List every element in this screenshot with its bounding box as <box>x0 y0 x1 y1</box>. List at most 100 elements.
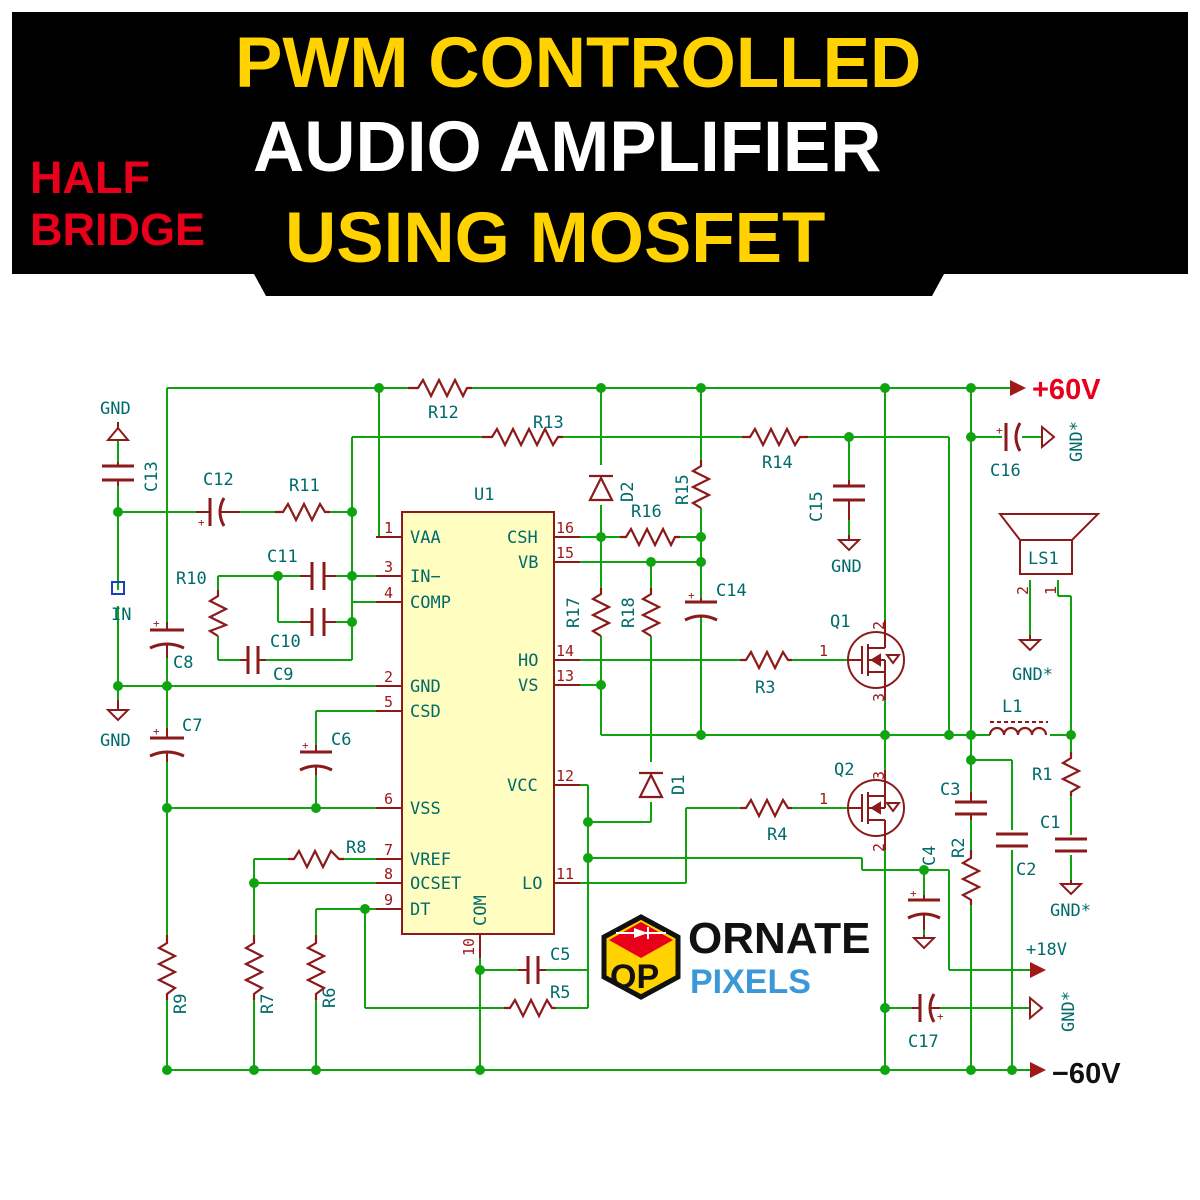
half-label: HALF <box>30 152 150 203</box>
r13-body <box>482 426 563 448</box>
r5-label: R5 <box>550 983 570 1003</box>
bridge-label: BRIDGE <box>30 204 206 255</box>
r17-body <box>590 588 612 637</box>
c14-label: C14 <box>716 581 747 601</box>
speaker-body <box>997 513 1101 575</box>
c4-label: C4 <box>920 846 940 866</box>
r8-label: R8 <box>346 838 366 858</box>
gnd-star-label-speaker: GND* <box>1012 665 1053 685</box>
pin-num-2: 2 <box>384 668 393 686</box>
q1-pin-gate: 1 <box>819 642 828 660</box>
r12-body <box>408 377 472 399</box>
pin-num-11: 11 <box>556 865 574 883</box>
pin-num-15: 15 <box>556 544 574 562</box>
logo-word-pixels: PIXELS <box>690 963 811 1001</box>
pin-name-com: COM <box>471 895 491 926</box>
pin-num-7: 7 <box>384 841 393 859</box>
title-line-1: PWM CONTROLLED <box>235 24 922 103</box>
gnd-star-speaker <box>1017 639 1043 652</box>
d1-label: D1 <box>669 775 689 795</box>
c12-label: C12 <box>203 470 234 490</box>
svg-text:+: + <box>153 617 160 630</box>
gnd-c15 <box>836 539 862 552</box>
svg-text:+: + <box>996 424 1003 437</box>
ic-ref-label: U1 <box>474 485 494 505</box>
pin-name-ho: HO <box>518 651 538 671</box>
r6-body <box>305 935 327 1000</box>
pin-num-3: 3 <box>384 558 393 576</box>
ls1-label: LS1 <box>1028 549 1059 569</box>
d2-label: D2 <box>618 482 638 502</box>
pin-name-vs: VS <box>518 676 538 696</box>
c10-label: C10 <box>270 632 301 652</box>
svg-text:+: + <box>153 725 160 738</box>
r7-body <box>243 935 265 1000</box>
pin-num-8: 8 <box>384 865 393 883</box>
pin-name-vref: VREF <box>410 850 451 870</box>
pin-num-5: 5 <box>384 693 393 711</box>
pin-name-vss: VSS <box>410 799 441 819</box>
ornate-pixels-logo-icon: OP <box>601 914 681 1000</box>
pin-name-vb: VB <box>518 553 538 573</box>
r16-label: R16 <box>631 502 662 522</box>
q2-pin-drain: 2 <box>870 843 888 852</box>
q1-pin-source: 3 <box>870 693 888 702</box>
gnd-star-c1 <box>1058 883 1084 896</box>
mosfet-q2-body <box>847 770 905 850</box>
supply-arrows <box>1010 380 1046 1078</box>
r16-body <box>620 526 680 548</box>
pin-name-csd: CSD <box>410 702 441 722</box>
pin-num-12: 12 <box>556 767 574 785</box>
q1-label: Q1 <box>830 612 850 632</box>
pin-name-comp: COMP <box>410 593 451 613</box>
r14-body <box>742 426 808 448</box>
gnd-label-bottom: GND <box>100 731 131 751</box>
c8-label: C8 <box>173 653 193 673</box>
input-pin-box <box>111 581 125 595</box>
ls1-pin-2: 2 <box>1014 586 1032 595</box>
r12-label: R12 <box>428 403 459 423</box>
c6-label: C6 <box>331 730 351 750</box>
pin-name-ocset: OCSET <box>410 874 461 894</box>
r18-label: R18 <box>619 597 639 628</box>
q2-pin-source: 3 <box>870 771 888 780</box>
ic-u1: U1 VAA 1 IN− 3 COMP 4 GND 2 CSD 5 VSS 6 … <box>376 485 580 958</box>
r2-body <box>960 850 982 905</box>
gnd-star-c16 <box>1041 424 1056 450</box>
c7-label: C7 <box>182 716 202 736</box>
gnd-label-c15: GND <box>831 557 862 577</box>
title-banner <box>12 12 1188 296</box>
pin-name-in-minus: IN− <box>410 567 441 587</box>
q2-label: Q2 <box>834 760 854 780</box>
junctions <box>113 383 1076 1075</box>
q1-pin-drain: 2 <box>870 621 888 630</box>
r11-label: R11 <box>289 476 320 496</box>
diode-bodies <box>588 474 664 799</box>
pin-name-dt: DT <box>410 900 430 920</box>
svg-text:+: + <box>910 887 917 900</box>
ls1-pin-1: 1 <box>1042 586 1060 595</box>
pin-name-vaa: VAA <box>410 528 441 548</box>
gnd-star-label-c17: GND* <box>1059 991 1079 1032</box>
logo-word-ornate: ORNATE <box>688 914 871 963</box>
c5-label: C5 <box>550 945 570 965</box>
c13-label: C13 <box>142 461 162 492</box>
r4-body <box>740 797 792 819</box>
r14-label: R14 <box>762 453 793 473</box>
title-line-2: AUDIO AMPLIFIER <box>253 108 882 187</box>
wires <box>117 387 1072 1071</box>
r15-body <box>690 460 712 509</box>
resistor-bodies <box>156 377 1082 1019</box>
c9-label: C9 <box>273 665 293 685</box>
polarity-marks: ++++ ++++ <box>153 424 1003 1023</box>
r11-body <box>275 501 330 523</box>
pin-name-gnd: GND <box>410 677 441 697</box>
r2-label: R2 <box>949 838 969 858</box>
r17-label: R17 <box>564 597 584 628</box>
pin-num-4: 4 <box>384 584 393 602</box>
neg-rail-label: −60V <box>1052 1058 1121 1090</box>
c3-label: C3 <box>940 780 960 800</box>
c16-label: C16 <box>990 461 1021 481</box>
pin-num-16: 16 <box>556 519 574 537</box>
gnd-star-label-c1: GND* <box>1050 901 1091 921</box>
